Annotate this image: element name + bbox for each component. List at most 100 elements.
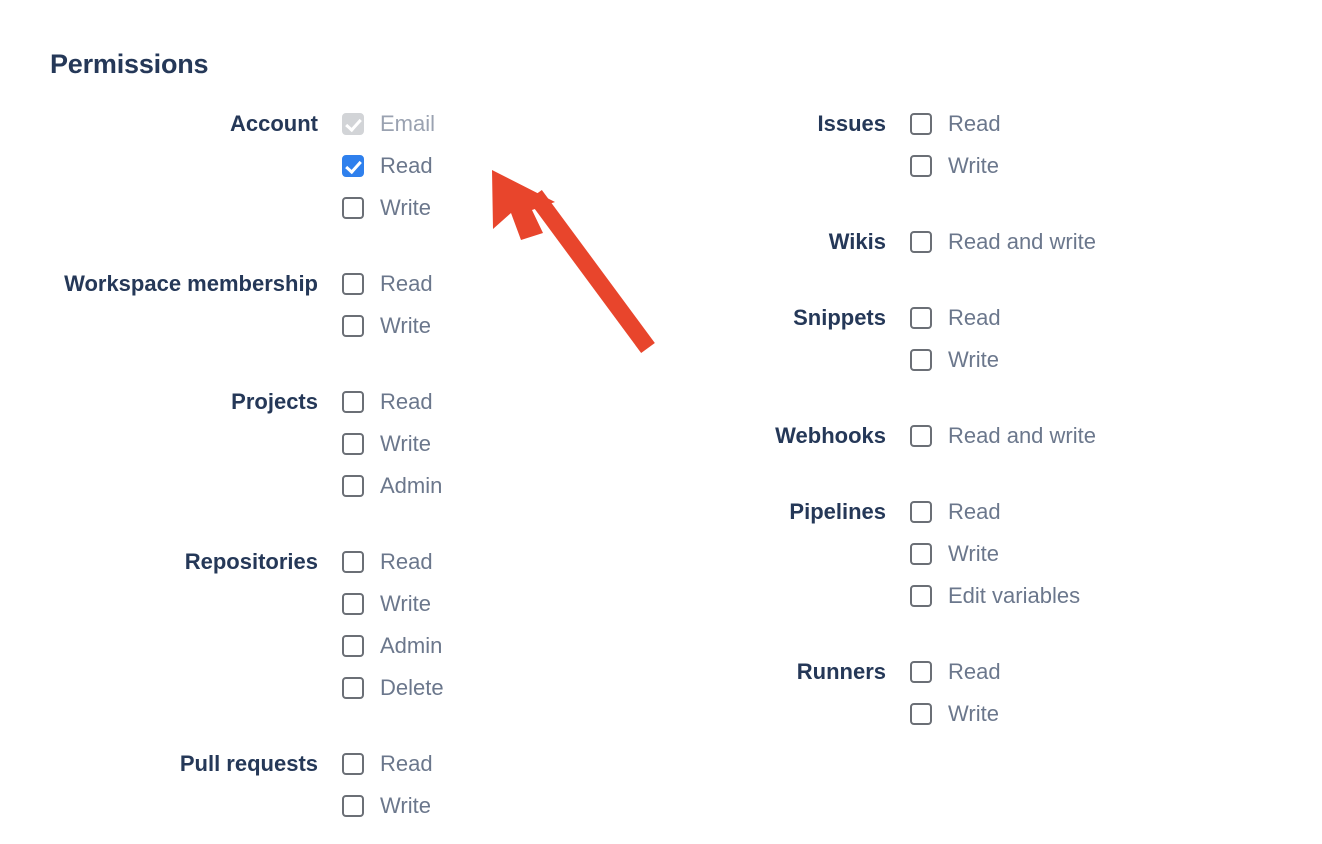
permission-option-row[interactable]: Read (910, 491, 1280, 533)
checkbox-read[interactable] (342, 273, 364, 295)
checkbox-label[interactable]: Read (380, 751, 433, 776)
permission-option-row[interactable]: Write (342, 187, 640, 229)
checkbox-label[interactable]: Read (380, 549, 433, 574)
checkbox-label[interactable]: Read (948, 659, 1001, 684)
permission-option-row[interactable]: Admin (342, 465, 640, 507)
permission-option-row[interactable]: Write (342, 583, 640, 625)
checkbox-label[interactable]: Read and write (948, 423, 1096, 448)
checkbox-read[interactable] (910, 307, 932, 329)
permission-group-label: Runners (796, 659, 886, 684)
permission-option-row[interactable]: Read (342, 541, 640, 583)
permission-option-row[interactable]: Read (342, 381, 640, 423)
checkbox-label[interactable]: Write (948, 347, 999, 372)
permission-option-row[interactable]: Read (342, 145, 640, 187)
checkbox-label[interactable]: Read (380, 153, 433, 178)
checkbox-admin[interactable] (342, 635, 364, 657)
permission-option-row[interactable]: Write (910, 693, 1280, 735)
checkbox-write[interactable] (342, 315, 364, 337)
permission-option-row[interactable]: Email (342, 103, 640, 145)
permission-option-list: Read and write (910, 221, 1280, 263)
checkbox-write[interactable] (342, 433, 364, 455)
permission-option-row[interactable]: Write (342, 305, 640, 347)
permission-option-row[interactable]: Write (342, 423, 640, 465)
checkbox-label[interactable]: Write (380, 195, 431, 220)
checkbox-read-and-write[interactable] (910, 231, 932, 253)
permission-group-label: Pipelines (789, 499, 886, 524)
checkbox-label[interactable]: Read (380, 271, 433, 296)
checkbox-label[interactable]: Read (948, 111, 1001, 136)
permission-option-row[interactable]: Read and write (910, 415, 1280, 457)
checkbox-write[interactable] (910, 349, 932, 371)
permission-group-label: Webhooks (775, 423, 886, 448)
permission-option-row[interactable]: Read (910, 651, 1280, 693)
checkbox-label[interactable]: Admin (380, 473, 443, 498)
checkbox-read[interactable] (342, 391, 364, 413)
checkbox-label[interactable]: Read (380, 389, 433, 414)
permission-group: Webhooks Read and write (640, 415, 1280, 457)
checkbox-write[interactable] (910, 155, 932, 177)
checkbox-write[interactable] (342, 593, 364, 615)
checkbox-label[interactable]: Edit variables (948, 583, 1081, 608)
checkbox-read[interactable] (342, 155, 364, 177)
checkbox-email (342, 113, 364, 135)
checkbox-read[interactable] (342, 753, 364, 775)
page-title: Permissions (50, 49, 209, 79)
checkbox-label[interactable]: Write (948, 541, 999, 566)
checkbox-read[interactable] (910, 661, 932, 683)
permission-group-label: Workspace membership (64, 271, 318, 296)
checkbox-read-and-write[interactable] (910, 425, 932, 447)
checkbox-label[interactable]: Read (948, 305, 1001, 330)
permission-option-row[interactable]: Read (342, 743, 640, 785)
checkbox-label[interactable]: Admin (380, 633, 443, 658)
checkbox-label[interactable]: Write (380, 793, 431, 818)
checkbox-label[interactable]: Delete (380, 675, 444, 700)
checkbox-read[interactable] (342, 551, 364, 573)
checkbox-read[interactable] (910, 501, 932, 523)
permission-option-row[interactable]: Write (910, 145, 1280, 187)
checkbox-edit-variables[interactable] (910, 585, 932, 607)
permission-option-row[interactable]: Delete (342, 667, 640, 709)
permission-option-row[interactable]: Read (342, 263, 640, 305)
permission-option-row[interactable]: Read (910, 297, 1280, 339)
checkbox-label[interactable]: Write (948, 701, 999, 726)
permission-option-row[interactable]: Write (342, 785, 640, 827)
permission-option-row[interactable]: Admin (342, 625, 640, 667)
checkbox-write[interactable] (342, 795, 364, 817)
checkbox-write[interactable] (910, 543, 932, 565)
checkbox-write[interactable] (910, 703, 932, 725)
checkbox-label[interactable]: Write (380, 313, 431, 338)
permission-option-row[interactable]: Edit variables (910, 575, 1280, 617)
permission-option-row[interactable]: Write (910, 339, 1280, 381)
permission-option-row[interactable]: Read and write (910, 221, 1280, 263)
permission-group-label: Account (230, 111, 318, 136)
checkbox-admin[interactable] (342, 475, 364, 497)
checkbox-label[interactable]: Write (948, 153, 999, 178)
checkbox-label[interactable]: Read (948, 499, 1001, 524)
checkbox-label[interactable]: Write (380, 431, 431, 456)
permission-group-label: Pull requests (179, 751, 318, 776)
checkbox-delete[interactable] (342, 677, 364, 699)
checkbox-write[interactable] (342, 197, 364, 219)
checkbox-read[interactable] (910, 113, 932, 135)
permission-option-row[interactable]: Read (910, 103, 1280, 145)
permission-option-row[interactable]: Write (910, 533, 1280, 575)
checkbox-label[interactable]: Read and write (948, 229, 1096, 254)
checkbox-label[interactable]: Write (380, 591, 431, 616)
